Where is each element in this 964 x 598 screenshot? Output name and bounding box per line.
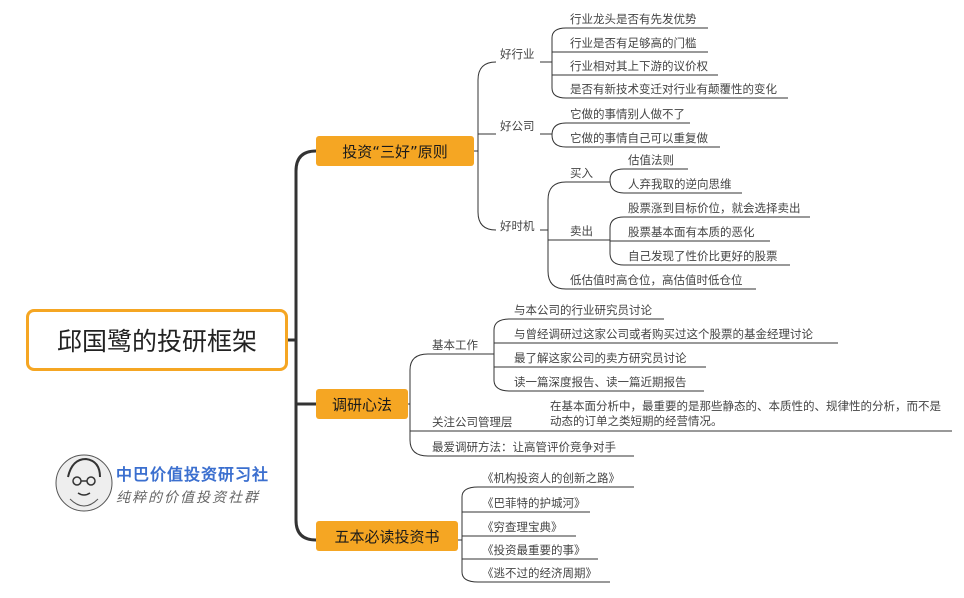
- leaf-industry-3[interactable]: 行业相对其上下游的议价权: [570, 59, 708, 73]
- node-management[interactable]: 关注公司管理层: [432, 415, 513, 429]
- leaf-position[interactable]: 低估值时高仓位，高估值时低仓位: [570, 273, 743, 287]
- root-label: 邱国鹭的投研框架: [56, 327, 257, 356]
- branch-principles[interactable]: 投资“三好”原则: [316, 136, 474, 166]
- node-basic-work[interactable]: 基本工作: [432, 338, 478, 352]
- branch-principles-label: 投资“三好”原则: [342, 142, 448, 161]
- branch-books-label: 五本必读投资书: [334, 527, 440, 546]
- leaf-industry-2[interactable]: 行业是否有足够高的门槛: [570, 36, 697, 50]
- leaf-buy-1[interactable]: 估值法则: [628, 153, 674, 167]
- leaf-book-1[interactable]: 《机构投资人的创新之路》: [482, 471, 620, 485]
- leaf-industry-4[interactable]: 是否有新技术变迁对行业有颠覆性的变化: [570, 82, 777, 96]
- node-good-company[interactable]: 好公司: [500, 119, 535, 133]
- brand-logo: 中巴价值投资研习社 纯粹的价值投资社群: [54, 447, 304, 527]
- leaf-book-5[interactable]: 《逃不过的经济周期》: [482, 566, 597, 580]
- branch-research-label: 调研心法: [331, 395, 392, 414]
- node-good-timing[interactable]: 好时机: [500, 219, 535, 233]
- leaf-company-1[interactable]: 它做的事情别人做不了: [570, 107, 685, 121]
- leaf-basic-2[interactable]: 与曾经调研过这家公司或者购买过这个股票的基金经理讨论: [514, 327, 813, 341]
- leaf-book-3[interactable]: 《穷查理宝典》: [482, 520, 563, 534]
- brand-title: 中巴价值投资研习社: [116, 465, 270, 484]
- leaf-company-2[interactable]: 它做的事情自己可以重复做: [570, 131, 708, 145]
- node-good-industry[interactable]: 好行业: [500, 47, 535, 61]
- portrait-icon: [55, 454, 113, 512]
- leaf-sell-1[interactable]: 股票涨到目标价位，就会选择卖出: [628, 201, 801, 215]
- leaf-favorite-method[interactable]: 最爱调研方法：让高管评价竞争对手: [432, 440, 616, 454]
- leaf-sell-3[interactable]: 自己发现了性价比更好的股票: [628, 249, 778, 263]
- branch-books[interactable]: 五本必读投资书: [316, 521, 458, 551]
- brand-subtitle: 纯粹的价值投资社群: [116, 490, 260, 506]
- leaf-book-4[interactable]: 《投资最重要的事》: [482, 543, 586, 557]
- leaf-basic-4[interactable]: 读一篇深度报告、读一篇近期报告: [514, 375, 687, 389]
- branch-research[interactable]: 调研心法: [316, 389, 408, 419]
- leaf-basic-3[interactable]: 最了解这家公司的卖方研究员讨论: [514, 351, 687, 365]
- leaf-management-note[interactable]: 在基本面分析中，最重要的是那些静态的、本质性的、规律性的分析，而不是动态的订单之…: [550, 399, 941, 428]
- root-node[interactable]: 邱国鹭的投研框架: [26, 309, 288, 371]
- leaf-book-2[interactable]: 《巴菲特的护城河》: [482, 496, 586, 510]
- leaf-sell-2[interactable]: 股票基本面有本质的恶化: [628, 225, 755, 239]
- leaf-basic-1[interactable]: 与本公司的行业研究员讨论: [514, 303, 652, 317]
- leaf-industry-1[interactable]: 行业龙头是否有先发优势: [570, 12, 697, 26]
- leaf-buy-2[interactable]: 人弃我取的逆向思维: [628, 177, 732, 191]
- node-sell[interactable]: 卖出: [570, 224, 593, 238]
- node-buy[interactable]: 买入: [570, 166, 593, 180]
